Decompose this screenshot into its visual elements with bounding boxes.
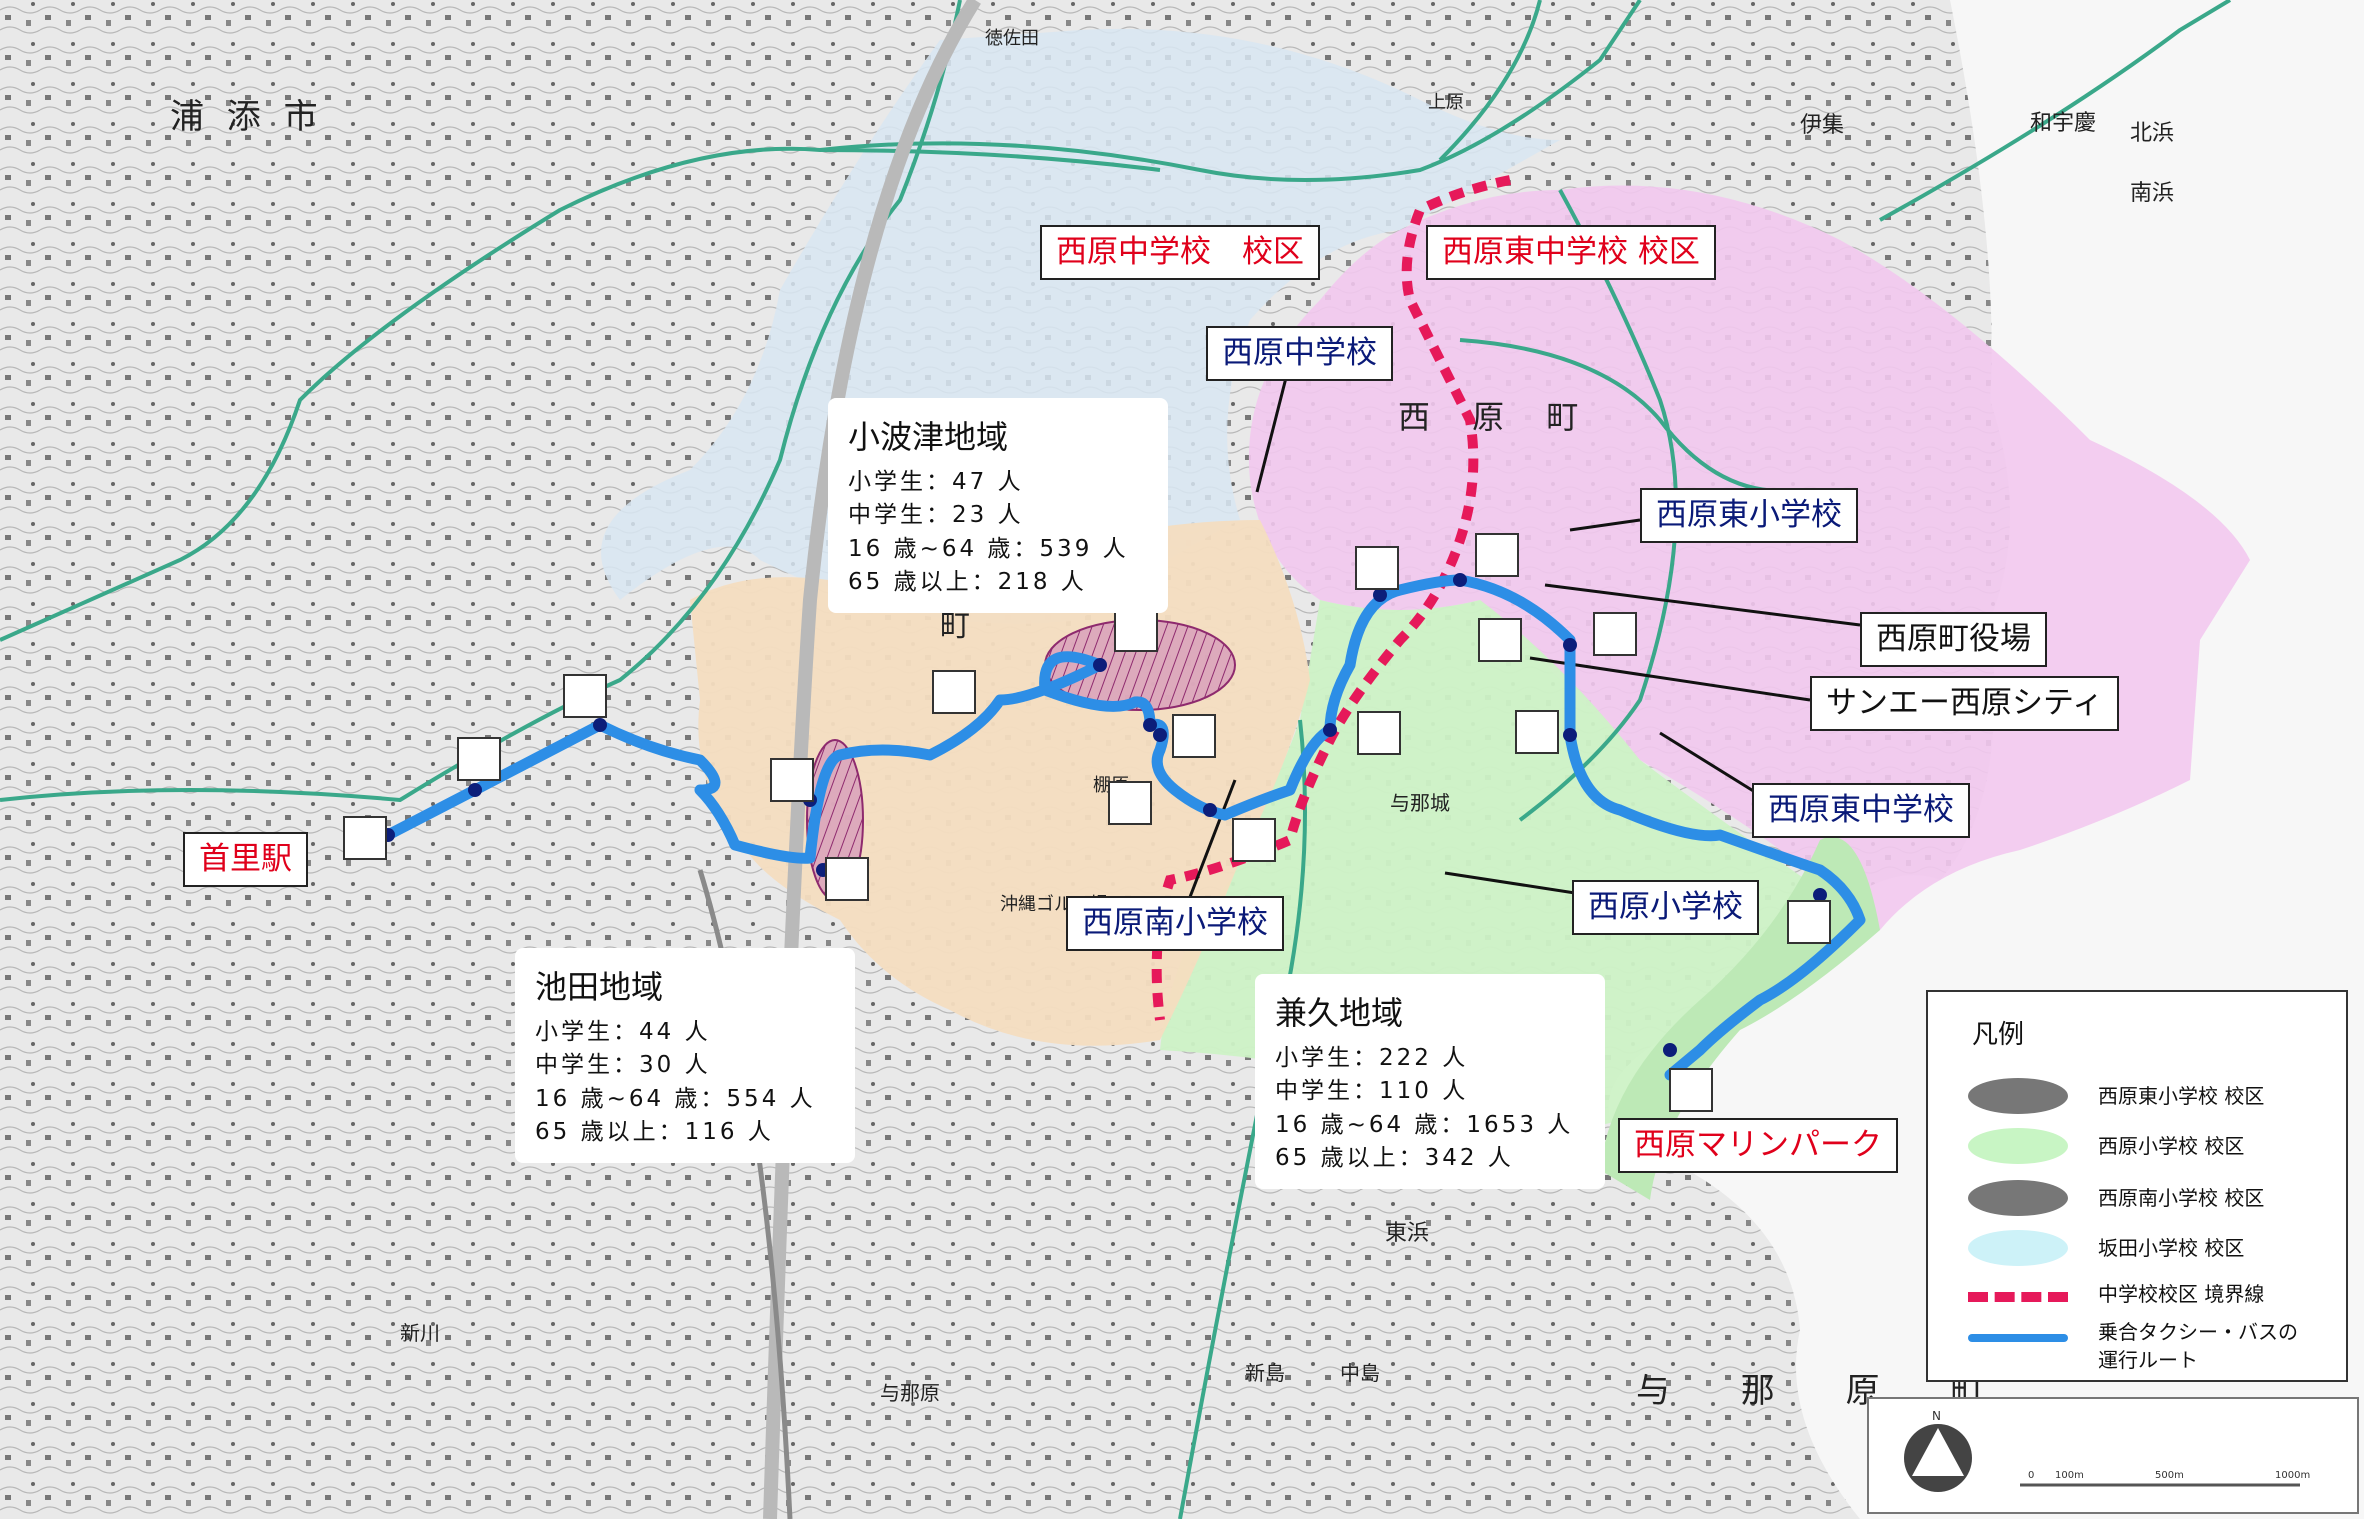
stop-box[interactable]: [1475, 533, 1519, 577]
region-kohatsu: 小波津地域 小学生：47 人 中学生：23 人 16 歳~64 歳：539 人 …: [828, 398, 1168, 614]
region-title: 兼久地域: [1275, 994, 1404, 1032]
label-kitahama: 北浜: [2130, 121, 2174, 146]
label-ise: 伊集: [1800, 113, 1844, 138]
region-row: 小学生：47 人: [848, 469, 1024, 495]
label-minamihama: 南浜: [2130, 181, 2174, 206]
stop-box[interactable]: [563, 674, 607, 718]
label-nishihara-jhs: 西原中学校: [1206, 326, 1393, 381]
district-label-nishihara-jhs: 西原中学校 校区: [1040, 225, 1320, 280]
stop-box[interactable]: [343, 816, 387, 860]
scale-tick-0: 0: [2028, 1470, 2034, 1481]
bus-stop-dots: [381, 573, 1827, 1057]
label-town-hall: 西原町役場: [1860, 612, 2047, 667]
legend-item-nishihara-es: 西原小学校 校区: [1928, 1124, 2346, 1168]
district-label-nishihara-east-jhs: 西原東中学校 校区: [1426, 225, 1716, 280]
label-uehara: 上原: [1428, 92, 1464, 113]
legend-swatch: [1968, 1180, 2068, 1216]
jhs-boundary-line: [1151, 175, 1511, 1021]
stop-box[interactable]: [1108, 781, 1152, 825]
label-nishihara-town: 西 原 町: [1398, 398, 1594, 436]
stop-box[interactable]: [1478, 618, 1522, 662]
label-shinkawa: 新川: [400, 1321, 440, 1345]
stop-box[interactable]: [1357, 711, 1401, 755]
bus-route: [382, 574, 1866, 1081]
legend-swatch: [1968, 1292, 2068, 1302]
label-nishihara-south-es: 西原南小学校: [1066, 896, 1284, 951]
legend-item-route: 乗合タクシー・バスの 運行ルート: [1928, 1310, 2346, 1380]
label-sanei: サンエー西原シティ: [1810, 676, 2120, 731]
stop-box[interactable]: [1787, 900, 1831, 944]
stop-box[interactable]: [1669, 1068, 1713, 1112]
stop-box[interactable]: [1232, 818, 1276, 862]
stop-box[interactable]: [932, 670, 976, 714]
region-row: 小学生：222 人: [1275, 1045, 1469, 1071]
stop-box[interactable]: [770, 758, 814, 802]
label-marine-park: 西原マリンパーク: [1618, 1118, 1898, 1173]
label-shuri-station: 首里駅: [183, 832, 308, 887]
legend-item-south-es: 西原南小学校 校区: [1928, 1176, 2346, 1220]
stop-box[interactable]: [1172, 714, 1216, 758]
stop-box[interactable]: [457, 737, 501, 781]
region-row: 16 歳~64 歳：1653 人: [1275, 1111, 1574, 1138]
region-row: 中学生：30 人: [535, 1052, 711, 1079]
label-urasoe: 浦 添 市: [170, 97, 324, 137]
stop-box[interactable]: [1515, 710, 1559, 754]
label-nishihara-east-es: 西原東小学校: [1640, 488, 1858, 543]
legend-label-line2: 運行ルート: [2098, 1348, 2198, 1372]
label-higashihama: 東浜: [1385, 1221, 1429, 1246]
legend-swatch: [1968, 1128, 2068, 1164]
legend-label: 西原南小学校 校区: [2098, 1186, 2265, 1210]
legend-label: 西原小学校 校区: [2098, 1134, 2245, 1158]
stop-box[interactable]: [1593, 612, 1637, 656]
scale-tick-100: 100m: [2055, 1470, 2084, 1481]
region-row: 16 歳~64 歳：554 人: [535, 1085, 816, 1112]
label-nakajima: 中島: [1340, 1361, 1380, 1385]
region-row: 16 歳~64 歳：539 人: [848, 535, 1129, 562]
label-shinjima: 新島: [1245, 1361, 1285, 1385]
scale-tick-1000: 1000m: [2275, 1470, 2310, 1481]
label-yonabaru2: 与那原: [880, 1381, 940, 1405]
label-nishihara-east-jhs: 西原東中学校: [1752, 783, 1970, 838]
legend-label: 中学校校区 境界線: [2098, 1282, 2265, 1306]
label-wauke: 和宇慶: [2030, 111, 2096, 136]
legend-swatch: [1968, 1334, 2068, 1342]
region-row: 中学生：23 人: [848, 502, 1024, 529]
legend-swatch: [1968, 1078, 2068, 1114]
region-row: 65 歳以上：342 人: [1275, 1145, 1514, 1172]
legend-swatch: [1968, 1230, 2068, 1266]
label-sakita: 徳佐田: [985, 28, 1039, 49]
scale-box: N 0 100m 500m 1000m: [1867, 1397, 2359, 1514]
legend-item-sakata-es: 坂田小学校 校区: [1928, 1226, 2346, 1270]
stop-box[interactable]: [1355, 546, 1399, 590]
legend-item-east-es: 西原東小学校 校区: [1928, 1074, 2346, 1118]
region-title: 小波津地域: [848, 418, 1009, 456]
legend-label-line1: 乗合タクシー・バスの: [2098, 1320, 2298, 1344]
legend-label: 坂田小学校 校区: [2098, 1236, 2245, 1260]
label-nishihara-es: 西原小学校: [1572, 880, 1759, 935]
east-es-zone: [1248, 185, 2250, 931]
label-kanegusuku: 与那城: [1390, 791, 1450, 815]
legend: 凡例 西原東小学校 校区 西原小学校 校区 西原南小学校 校区 坂田小学校 校区…: [1926, 990, 2348, 1382]
expressway: [763, 0, 981, 1519]
region-row: 小学生：44 人: [535, 1019, 711, 1045]
region-row: 65 歳以上：116 人: [535, 1119, 774, 1146]
region-row: 65 歳以上：218 人: [848, 569, 1087, 596]
legend-title: 凡例: [1972, 1020, 2025, 1050]
region-kaneku: 兼久地域 小学生：222 人 中学生：110 人 16 歳~64 歳：1653 …: [1255, 974, 1605, 1190]
stop-box[interactable]: [1114, 608, 1158, 652]
leader-lines: [1183, 361, 1861, 911]
legend-label: 西原東小学校 校区: [2098, 1084, 2265, 1108]
legend-item-boundary: 中学校校区 境界線: [1928, 1272, 2346, 1316]
label-machi: 町: [940, 609, 970, 644]
region-title: 池田地域: [535, 968, 664, 1006]
region-ikeda: 池田地域 小学生：44 人 中学生：30 人 16 歳~64 歳：554 人 6…: [515, 948, 855, 1164]
region-row: 中学生：110 人: [1275, 1078, 1469, 1105]
stop-box[interactable]: [825, 857, 869, 901]
legend-label: 乗合タクシー・バスの 運行ルート: [2098, 1318, 2298, 1374]
north-label: N: [1932, 1409, 1941, 1423]
scale-tick-500: 500m: [2155, 1470, 2184, 1481]
